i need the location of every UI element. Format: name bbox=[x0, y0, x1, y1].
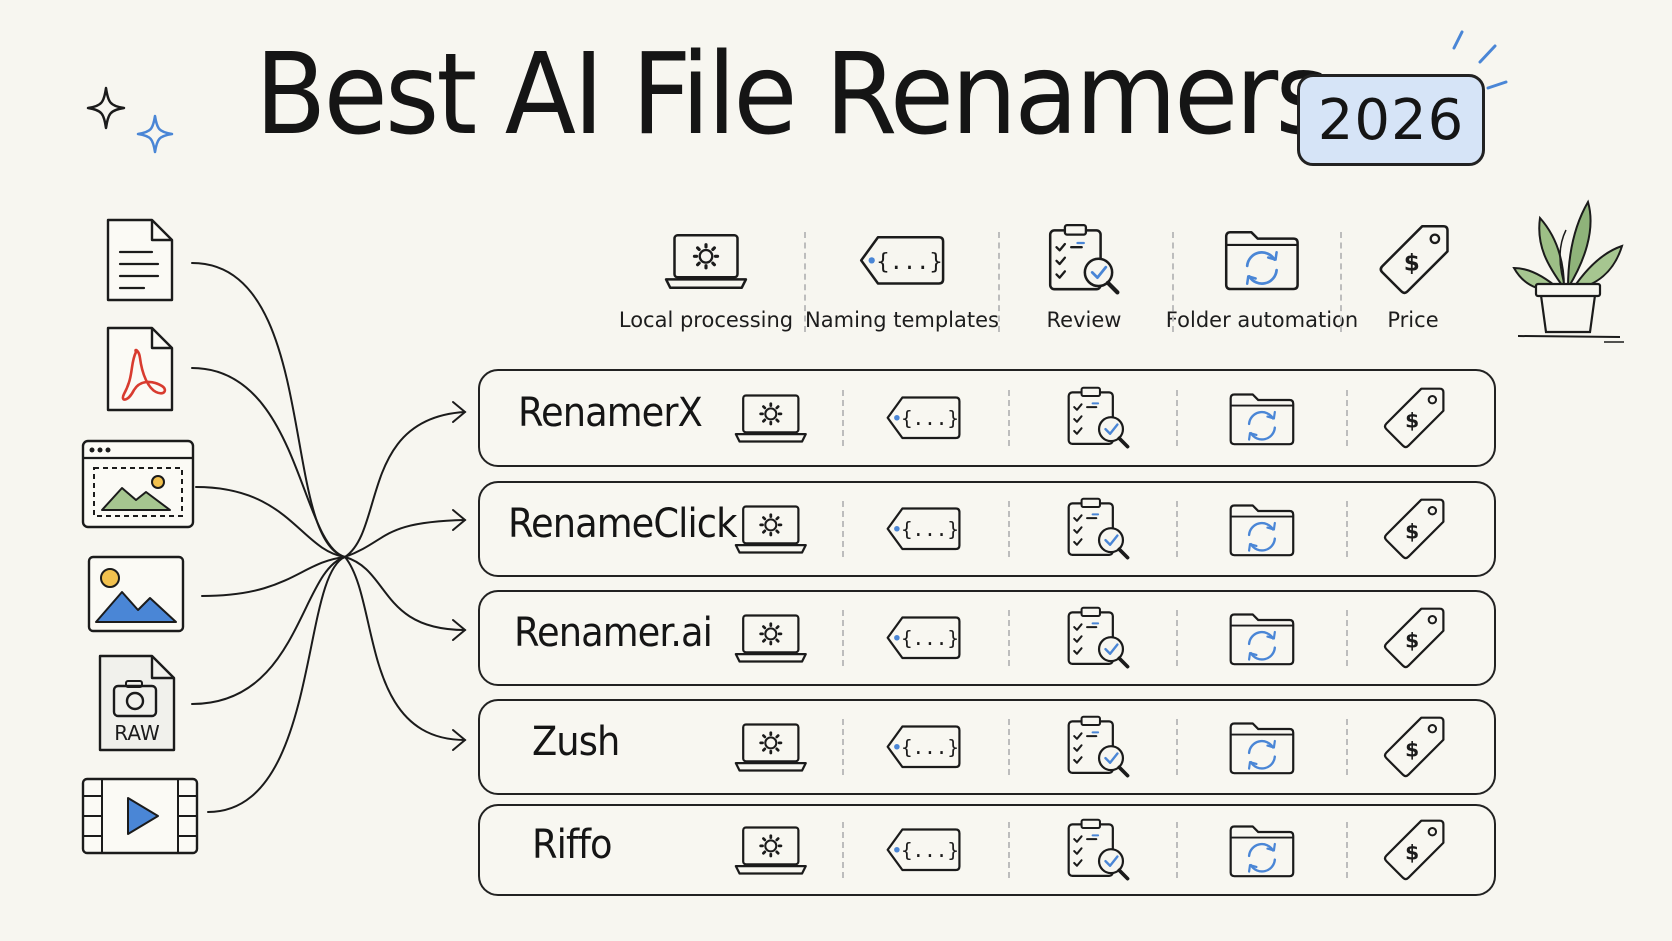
template-tag-icon: {...} bbox=[887, 507, 961, 551]
folder-sync-icon bbox=[1229, 824, 1295, 877]
cell-divider bbox=[1008, 501, 1010, 557]
folder-sync-icon bbox=[1229, 612, 1295, 665]
cell-divider bbox=[1346, 390, 1348, 446]
cell-divider bbox=[1008, 390, 1010, 446]
template-tag-icon: {...} bbox=[887, 616, 961, 660]
cell-divider bbox=[1008, 719, 1010, 775]
cell-divider bbox=[1008, 822, 1010, 878]
price-tag-icon: $ bbox=[1383, 716, 1445, 778]
column-label: Price bbox=[1387, 308, 1439, 332]
laptop-gear-icon bbox=[734, 394, 808, 444]
page-title: Best AI File Renamers bbox=[255, 30, 1330, 160]
svg-text:{...}: {...} bbox=[901, 407, 959, 430]
price-tag-icon: $ bbox=[1383, 387, 1445, 449]
text-document-icon bbox=[106, 218, 174, 302]
column-divider bbox=[1340, 232, 1342, 332]
svg-text:{...}: {...} bbox=[901, 518, 959, 541]
clipboard-magnifier-icon bbox=[1067, 497, 1130, 560]
price-tag-icon: $ bbox=[1383, 498, 1445, 560]
cell-divider bbox=[1008, 610, 1010, 666]
tool-row bbox=[478, 590, 1496, 686]
svg-text:$: $ bbox=[1405, 519, 1419, 543]
column-label: Review bbox=[1046, 308, 1122, 332]
laptop-gear-icon bbox=[734, 723, 808, 773]
screenshot-icon bbox=[81, 439, 195, 529]
pdf-file-icon bbox=[106, 326, 174, 412]
clipboard-magnifier-icon bbox=[1067, 386, 1130, 449]
folder-sync-icon bbox=[1229, 721, 1295, 774]
cell-divider bbox=[842, 719, 844, 775]
tool-name: RenamerX bbox=[518, 390, 703, 436]
cell-divider bbox=[1346, 822, 1348, 878]
cell-divider bbox=[1346, 501, 1348, 557]
plant-icon bbox=[1512, 199, 1624, 343]
laptop-gear-icon bbox=[664, 233, 748, 289]
price-tag-icon: $ bbox=[1379, 225, 1449, 295]
cell-divider bbox=[1176, 822, 1178, 878]
tool-row bbox=[478, 804, 1496, 896]
video-file-icon bbox=[81, 777, 199, 855]
clipboard-magnifier-icon bbox=[1067, 818, 1130, 881]
clipboard-magnifier-icon bbox=[1067, 715, 1130, 778]
price-tag-icon: $ bbox=[1383, 607, 1445, 669]
raw-label: RAW bbox=[114, 721, 160, 745]
svg-text:$: $ bbox=[1405, 737, 1419, 761]
cell-divider bbox=[1346, 719, 1348, 775]
cell-divider bbox=[842, 390, 844, 446]
laptop-gear-icon bbox=[734, 505, 808, 555]
cell-divider bbox=[1176, 390, 1178, 446]
svg-text:$: $ bbox=[1405, 840, 1419, 864]
tool-name: Renamer.ai bbox=[514, 610, 713, 656]
sparkle-icon bbox=[86, 86, 126, 130]
tool-name: Zush bbox=[532, 719, 620, 765]
column-label: Folder automation bbox=[1165, 308, 1359, 332]
cell-divider bbox=[842, 501, 844, 557]
folder-sync-icon bbox=[1229, 503, 1295, 556]
column-divider bbox=[998, 232, 1000, 332]
tool-name: Riffo bbox=[532, 822, 613, 868]
template-tag-icon: {...} bbox=[859, 235, 945, 285]
cell-divider bbox=[842, 610, 844, 666]
svg-text:$: $ bbox=[1405, 628, 1419, 652]
tool-name: RenameClick bbox=[508, 501, 737, 547]
cell-divider bbox=[1346, 610, 1348, 666]
svg-text:$: $ bbox=[1405, 408, 1419, 432]
svg-text:{...}: {...} bbox=[876, 249, 942, 274]
template-tag-icon: {...} bbox=[887, 396, 961, 440]
svg-text:{...}: {...} bbox=[901, 627, 959, 650]
laptop-gear-icon bbox=[734, 614, 808, 664]
template-tag-icon: {...} bbox=[887, 725, 961, 769]
tool-row bbox=[478, 481, 1496, 577]
year-badge: 2026 bbox=[1297, 74, 1485, 166]
svg-text:{...}: {...} bbox=[901, 736, 959, 759]
tool-row bbox=[478, 699, 1496, 795]
column-label: Local processing bbox=[618, 308, 794, 332]
column-divider bbox=[804, 232, 806, 332]
cell-divider bbox=[1176, 610, 1178, 666]
template-tag-icon: {...} bbox=[887, 828, 961, 872]
sparkle-blue-icon bbox=[136, 114, 174, 154]
clipboard-magnifier-icon bbox=[1049, 224, 1120, 295]
folder-sync-icon bbox=[1225, 231, 1299, 291]
raw-photo-icon: RAW bbox=[98, 654, 176, 752]
price-tag-icon: $ bbox=[1383, 819, 1445, 881]
tool-row bbox=[478, 369, 1496, 467]
laptop-gear-icon bbox=[734, 826, 808, 876]
clipboard-magnifier-icon bbox=[1067, 606, 1130, 669]
image-file-icon bbox=[87, 555, 185, 633]
svg-text:$: $ bbox=[1404, 250, 1420, 276]
cell-divider bbox=[1176, 501, 1178, 557]
svg-text:{...}: {...} bbox=[901, 839, 959, 862]
folder-sync-icon bbox=[1229, 392, 1295, 445]
cell-divider bbox=[1176, 719, 1178, 775]
burst-lines-icon bbox=[1452, 30, 1508, 90]
column-label: Naming templates bbox=[805, 308, 999, 332]
column-divider bbox=[1172, 232, 1174, 332]
cell-divider bbox=[842, 822, 844, 878]
